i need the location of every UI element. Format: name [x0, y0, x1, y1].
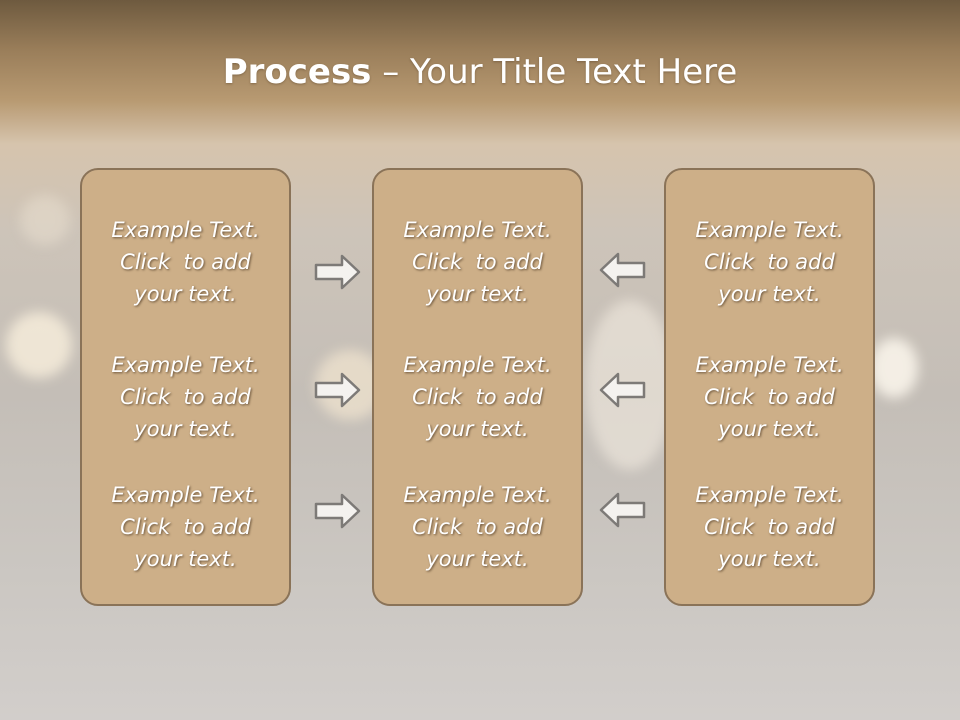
arrow-right-icon [314, 254, 361, 290]
text-line: Example Text. [695, 218, 844, 242]
text-placeholder[interactable]: Example Text. Click to add your text. [374, 349, 581, 445]
text-line: Click to add [704, 250, 835, 274]
text-line: Example Text. [403, 218, 552, 242]
arrow-left-icon [599, 252, 646, 288]
text-line: your text. [134, 417, 237, 441]
text-line: your text. [718, 417, 821, 441]
title-bold: Process [222, 52, 372, 92]
arrow-left-icon [599, 492, 646, 528]
text-line: Click to add [412, 515, 543, 539]
text-line: Click to add [120, 515, 251, 539]
bokeh-light [20, 195, 70, 245]
text-line: Example Text. [695, 353, 844, 377]
arrow-left-icon [599, 372, 646, 408]
text-line: Example Text. [111, 353, 260, 377]
text-placeholder[interactable]: Example Text. Click to add your text. [666, 349, 873, 445]
title-rest: – Your Title Text Here [371, 52, 738, 92]
text-line: Click to add [120, 385, 251, 409]
text-line: your text. [134, 547, 237, 571]
text-line: Click to add [704, 385, 835, 409]
text-placeholder[interactable]: Example Text. Click to add your text. [82, 479, 289, 575]
text-placeholder[interactable]: Example Text. Click to add your text. [666, 214, 873, 310]
text-line: Example Text. [403, 483, 552, 507]
slide-title[interactable]: Process – Your Title Text Here [0, 52, 960, 92]
text-line: your text. [718, 547, 821, 571]
text-line: your text. [426, 417, 529, 441]
text-placeholder[interactable]: Example Text. Click to add your text. [82, 349, 289, 445]
text-placeholder[interactable]: Example Text. Click to add your text. [374, 479, 581, 575]
text-line: your text. [426, 547, 529, 571]
text-line: Example Text. [111, 218, 260, 242]
text-placeholder[interactable]: Example Text. Click to add your text. [374, 214, 581, 310]
process-box-center[interactable]: Example Text. Click to add your text. Ex… [372, 168, 583, 606]
text-placeholder[interactable]: Example Text. Click to add your text. [82, 214, 289, 310]
arrow-right-icon [314, 493, 361, 529]
arrow-right-icon [314, 372, 361, 408]
text-line: your text. [134, 282, 237, 306]
bokeh-light [6, 312, 72, 378]
text-line: Click to add [412, 385, 543, 409]
process-box-right[interactable]: Example Text. Click to add your text. Ex… [664, 168, 875, 606]
text-line: Example Text. [403, 353, 552, 377]
text-placeholder[interactable]: Example Text. Click to add your text. [666, 479, 873, 575]
text-line: Example Text. [695, 483, 844, 507]
text-line: your text. [426, 282, 529, 306]
bokeh-light [870, 338, 918, 398]
process-box-left[interactable]: Example Text. Click to add your text. Ex… [80, 168, 291, 606]
text-line: Click to add [412, 250, 543, 274]
text-line: Example Text. [111, 483, 260, 507]
text-line: Click to add [120, 250, 251, 274]
text-line: Click to add [704, 515, 835, 539]
text-line: your text. [718, 282, 821, 306]
